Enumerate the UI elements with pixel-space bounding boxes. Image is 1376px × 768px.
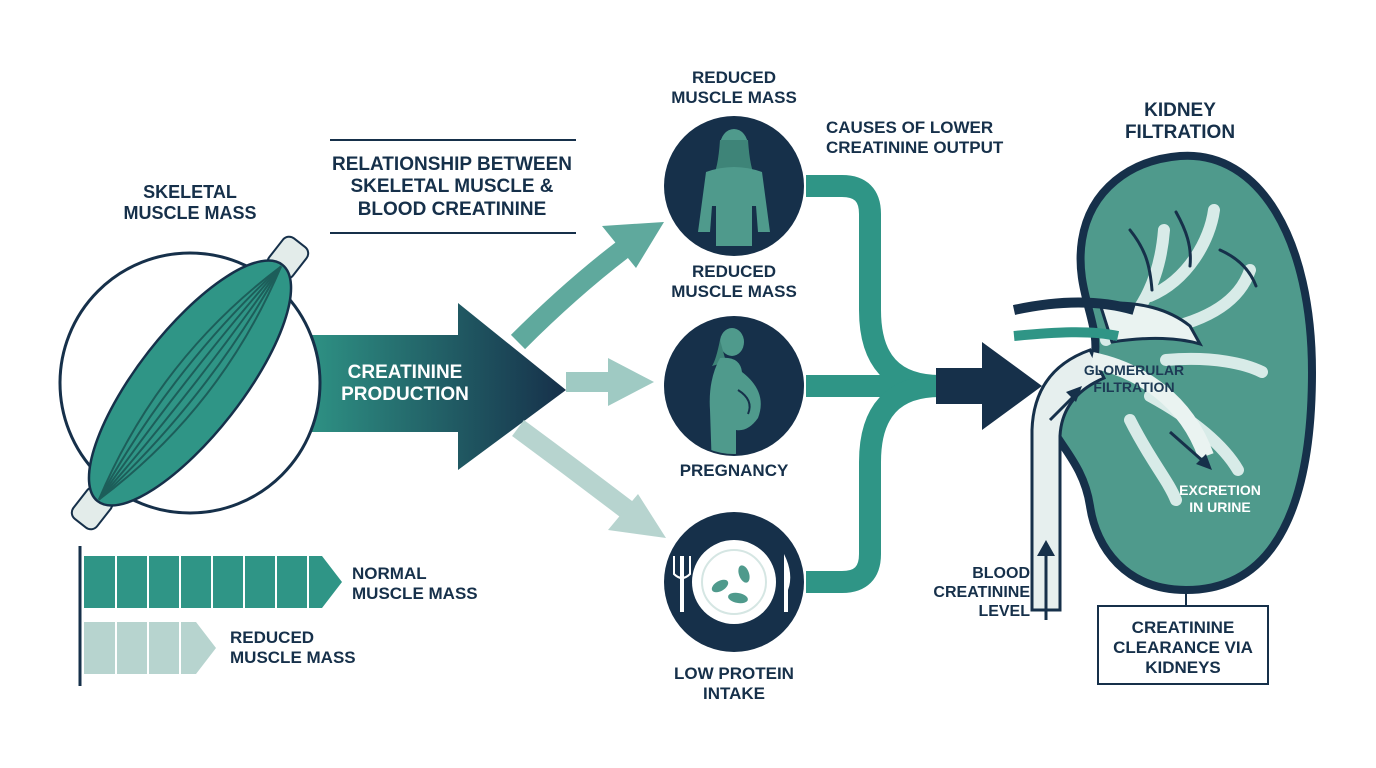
reduced-muscle-mass-cause-label: REDUCED MUSCLE MASS — [671, 262, 797, 302]
person-icon — [664, 116, 804, 256]
creatinine-production-arrow — [300, 303, 566, 470]
arrow-to-low-protein — [512, 419, 666, 538]
arrow-to-pregnancy — [566, 358, 654, 406]
muscle-icon — [58, 235, 322, 531]
kidney-icon — [1012, 151, 1317, 612]
low-protein-intake-label: LOW PROTEIN INTAKE — [674, 664, 794, 704]
normal-muscle-bar — [84, 556, 342, 608]
pregnant-woman-icon — [664, 316, 804, 456]
arrow-to-reduced-mass — [510, 222, 664, 350]
skeletal-muscle-label: SKELETAL MUSCLE MASS — [123, 182, 257, 224]
arrow-to-kidney — [936, 342, 1042, 430]
causes-heading: CAUSES OF LOWER CREATININE OUTPUT — [826, 118, 1004, 158]
pregnancy-label: PREGNANCY — [679, 461, 789, 480]
clearance-box — [1097, 605, 1269, 685]
creatinine-production-label: CREATININE PRODUCTION — [341, 362, 469, 406]
reduced-muscle-mass-legend-label: REDUCED MUSCLE MASS — [230, 628, 356, 668]
plate-icon — [664, 512, 804, 652]
renal-vessel — [1012, 297, 1136, 315]
reduced-muscle-mass-top-label: REDUCED MUSCLE MASS — [671, 68, 797, 108]
reduced-muscle-bar — [84, 622, 216, 674]
creatinine-clearance-label: CREATININE CLEARANCE VIA KIDNEYS — [1113, 618, 1253, 678]
excretion-label: EXCRETION IN URINE — [1179, 482, 1261, 515]
kidney-filtration-title: KIDNEY FILTRATION — [1124, 100, 1236, 144]
blood-level-arrow — [1037, 540, 1055, 620]
diagram-title: RELATIONSHIP BETWEEN SKELETAL MUSCLE & B… — [332, 154, 572, 220]
normal-muscle-mass-label: NORMAL MUSCLE MASS — [352, 564, 478, 604]
glomerular-filtration-label: GLOMERULAR FILTRATION — [1083, 362, 1185, 395]
blood-creatinine-level-label: BLOOD CREATININE LEVEL — [933, 565, 1030, 620]
convergence-connector — [806, 175, 941, 593]
